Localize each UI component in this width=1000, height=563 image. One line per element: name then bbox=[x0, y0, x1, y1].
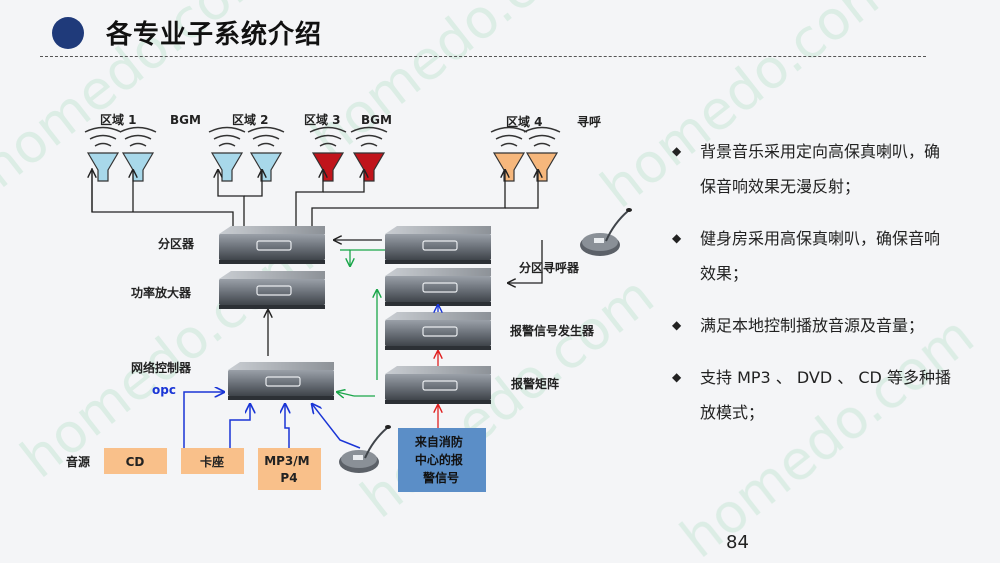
diamond-bullet-icon: ◆ bbox=[672, 144, 682, 158]
feature-item: ◆ 健身房采用高保真喇叭，确保音响效果； bbox=[666, 221, 951, 291]
speaker-zone1-b-icon bbox=[119, 126, 157, 182]
zone-pager-label: 分区寻呼器 bbox=[519, 260, 580, 275]
feature-item: ◆ 满足本地控制播放音源及音量； bbox=[666, 308, 951, 343]
alarm-matrix-label: 报警矩阵 bbox=[511, 376, 559, 391]
source-cassette-label: 卡座 bbox=[200, 454, 224, 469]
matrix-to-ctrl-arrow bbox=[337, 392, 355, 396]
network-controller-device bbox=[227, 361, 335, 401]
feature-text: 支持 MP3 、 DVD 、 CD 等多种播放模式； bbox=[700, 368, 951, 422]
mic-to-pager-arrow bbox=[508, 240, 543, 283]
zone1-tag: BGM bbox=[170, 113, 201, 127]
control-lines bbox=[183, 392, 361, 462]
fire-center-label: 来自消防 中心的报 警信号 bbox=[414, 434, 467, 485]
alarm-matrix-device bbox=[384, 365, 492, 405]
zone3-tag: BGM bbox=[361, 113, 392, 127]
zone1-label: 区域 1 bbox=[100, 112, 137, 127]
feature-item: ◆ 支持 MP3 、 DVD 、 CD 等多种播放模式； bbox=[666, 360, 951, 430]
feature-list: ◆ 背景音乐采用定向高保真喇叭，确保音响效果无漫反射； ◆ 健身房采用高保真喇叭，确… bbox=[666, 134, 951, 447]
source-cd bbox=[104, 448, 167, 474]
title-bullet-icon bbox=[52, 17, 84, 49]
alarm-generator-label: 报警信号发生器 bbox=[510, 323, 595, 338]
source-cd-label: CD bbox=[126, 455, 145, 469]
speaker-zone4-a-icon bbox=[490, 126, 528, 182]
zone2-label: 区域 2 bbox=[232, 112, 269, 127]
amplifier-label: 功率放大器 bbox=[131, 285, 192, 300]
speaker-zone2-b-icon bbox=[247, 126, 285, 182]
pager-station-device bbox=[384, 225, 492, 265]
zone-switch-device bbox=[218, 225, 326, 265]
alarm-interface-device bbox=[384, 267, 492, 307]
svg-text:homedo.com: homedo.com bbox=[299, 0, 615, 170]
diamond-bullet-icon: ◆ bbox=[672, 370, 682, 384]
zone4-tag: 寻呼 bbox=[577, 114, 601, 129]
opc-label: opc bbox=[152, 383, 176, 397]
title-divider bbox=[40, 56, 926, 57]
alarm-generator-device bbox=[384, 311, 492, 351]
source-mp3-label: MP3/M P4 bbox=[264, 454, 314, 485]
feature-text: 健身房采用高保真喇叭，确保音响效果； bbox=[700, 229, 941, 283]
fire-center-box bbox=[398, 428, 486, 492]
speaker-zone2-a-icon bbox=[208, 126, 246, 182]
speaker-zone4-b-icon bbox=[523, 126, 561, 182]
amplifier-device bbox=[218, 270, 326, 310]
feature-text: 满足本地控制播放音源及音量； bbox=[700, 316, 925, 335]
zone4-label: 区域 4 bbox=[506, 114, 543, 129]
zone3-label: 区域 3 bbox=[304, 112, 341, 127]
pager-mic-icon bbox=[579, 207, 633, 257]
source-mp3 bbox=[258, 448, 321, 490]
feature-item: ◆ 背景音乐采用定向高保真喇叭，确保音响效果无漫反射； bbox=[666, 134, 951, 204]
alarm-bypass-arrow bbox=[350, 249, 385, 266]
page-title: 各专业子系统介绍 bbox=[106, 20, 323, 50]
source-cassette bbox=[181, 448, 244, 474]
network-controller-label: 网络控制器 bbox=[131, 360, 192, 375]
diamond-bullet-icon: ◆ bbox=[672, 231, 682, 245]
diamond-bullet-icon: ◆ bbox=[672, 318, 682, 332]
feature-text: 背景音乐采用定向高保真喇叭，确保音响效果无漫反射； bbox=[700, 142, 941, 196]
source-label: 音源 bbox=[66, 454, 90, 469]
speaker-wiring bbox=[92, 168, 538, 228]
page-number: 84 bbox=[726, 532, 749, 553]
zone-switch-label: 分区器 bbox=[158, 236, 195, 251]
